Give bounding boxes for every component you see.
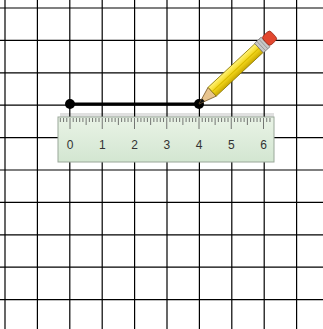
ruler-tick [160, 118, 161, 122]
ruler-shadow [60, 113, 274, 117]
grid-line [69, 0, 70, 329]
ruler-tick [260, 118, 261, 122]
ruler-tick [128, 118, 129, 122]
ruler-tick [205, 118, 206, 122]
grid-line [0, 72, 323, 73]
grid-line [102, 0, 103, 329]
end-point [65, 99, 75, 109]
ruler-number: 2 [131, 138, 138, 152]
ruler-tick [111, 118, 112, 122]
ruler-tick [150, 118, 151, 125]
ruler-tick [179, 118, 180, 122]
ruler-tick [70, 118, 71, 129]
ruler-tick [108, 118, 109, 122]
ruler-tick [195, 118, 196, 122]
ruler-tick [63, 118, 64, 122]
ruler-tick [173, 118, 174, 122]
grid-line [231, 0, 232, 329]
grid-line [0, 169, 323, 170]
ruler-tick [147, 118, 148, 122]
grid-line [0, 299, 323, 300]
ruler-tick [266, 118, 267, 122]
ruler-tick [95, 118, 96, 122]
ruler-tick [221, 118, 222, 122]
pencil [195, 30, 278, 109]
ruler-tick [182, 118, 183, 125]
ruler-tick [140, 118, 141, 122]
ruler-tick [202, 118, 203, 122]
ruler-number: 4 [196, 138, 203, 152]
ruler-tick [189, 118, 190, 122]
ruler-tick [244, 118, 245, 122]
ruler-tick [60, 118, 61, 122]
ruler-tick [163, 118, 164, 122]
ruler-tick [208, 118, 209, 122]
grid-line [166, 0, 167, 329]
ruler-number: 6 [260, 138, 267, 152]
ruler-tick [169, 118, 170, 122]
grid-line [296, 0, 297, 329]
ruler-tick [99, 118, 100, 122]
ruler-tick [157, 118, 158, 122]
ruler-tick [253, 118, 254, 122]
end-point [194, 99, 204, 109]
ruler-tick [144, 118, 145, 122]
ruler-tick [234, 118, 235, 122]
ruler-tick [215, 118, 216, 125]
ruler-tick [153, 118, 154, 122]
grid-line [134, 0, 135, 329]
ruler-tick [102, 118, 103, 129]
ruler-number: 3 [163, 138, 170, 152]
ruler-tick [115, 118, 116, 122]
ruler-ticks [60, 118, 270, 129]
grid-line [37, 0, 38, 329]
ruler-tick [231, 118, 232, 129]
ruler-tick [82, 118, 83, 122]
ruler-tick [199, 118, 200, 129]
ruler-number: 5 [228, 138, 235, 152]
ruler-tick [105, 118, 106, 122]
ruler-tick [166, 118, 167, 129]
ruler-tick [66, 118, 67, 122]
grid-line [0, 267, 323, 268]
ruler-tick [176, 118, 177, 122]
ruler-tick [228, 118, 229, 122]
ruler-number: 1 [99, 138, 106, 152]
ruler-tick [76, 118, 77, 122]
ruler-tick [263, 118, 264, 129]
ruler-tick [237, 118, 238, 122]
ruler-tick [124, 118, 125, 122]
grid-line [0, 7, 323, 8]
ruler-tick [118, 118, 119, 125]
ruler-tick [250, 118, 251, 122]
grid-line [0, 202, 323, 203]
grid-line [0, 105, 323, 106]
ruler-tick [79, 118, 80, 122]
ruler-tick [247, 118, 248, 125]
ruler-tick [134, 118, 135, 129]
ruler-tick [131, 118, 132, 122]
grid-line [4, 0, 5, 329]
ruler-tick [240, 118, 241, 122]
ruler-tick [73, 118, 74, 122]
line-segment [70, 103, 199, 106]
ruler-tick [186, 118, 187, 122]
ruler-tick [257, 118, 258, 122]
ruler-tick [192, 118, 193, 122]
ruler-number: 0 [67, 138, 74, 152]
ruler-tick [121, 118, 122, 122]
ruler-tick [137, 118, 138, 122]
ruler-tick [224, 118, 225, 122]
ruler-tick [269, 118, 270, 122]
grid-line [199, 0, 200, 329]
ruler [58, 117, 274, 162]
ruler-tick [218, 118, 219, 122]
ruler-tick [92, 118, 93, 122]
ruler-tick [86, 118, 87, 125]
ruler-tick [89, 118, 90, 122]
ruler-tick [211, 118, 212, 122]
grid-line [0, 234, 323, 235]
